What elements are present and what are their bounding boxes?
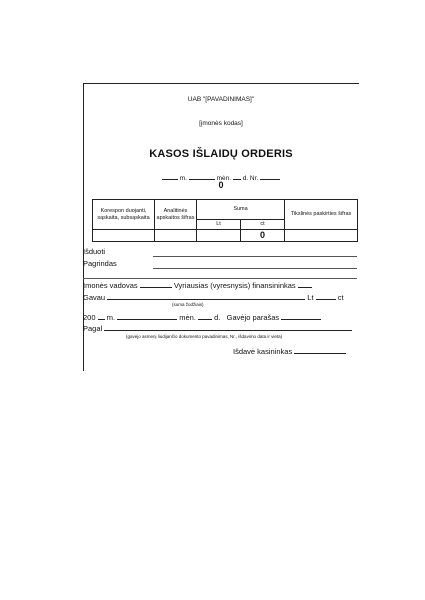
lt-label: Lt <box>307 293 314 302</box>
month-label: mėn. <box>179 313 196 322</box>
cashier-signature-field[interactable] <box>294 346 347 354</box>
header-sum-lt: Lt <box>196 219 241 230</box>
header-corresponding-account: Korespon duojanti, sąskaita, subsąskaita <box>92 199 155 230</box>
issued-field[interactable] <box>153 256 357 257</box>
month-field[interactable] <box>117 312 178 320</box>
accounting-table: Korespon duojanti, sąskaita, subsąskaita… <box>92 199 358 242</box>
year-prefix: 200 <box>83 313 96 322</box>
document-frame <box>83 83 359 371</box>
manager-line: Įmonės vadovas Vyriausias (vyresnysis) f… <box>83 280 312 290</box>
issued-label: Išduoti <box>83 247 106 256</box>
year-field[interactable] <box>97 312 105 320</box>
by-line: Pagal <box>83 323 353 333</box>
sum-in-words-note: (suma žodžiais) <box>172 302 204 307</box>
day-label: d. <box>214 313 221 322</box>
by-label: Pagal <box>83 324 103 333</box>
received-line: Gavau Lt ct <box>83 292 344 302</box>
document-field[interactable] <box>104 323 353 331</box>
manager-label: Įmonės vadovas <box>83 281 138 290</box>
cell-analytic-code[interactable] <box>154 229 197 242</box>
date-year-label: m. <box>179 175 187 182</box>
ct-field[interactable] <box>315 292 336 300</box>
cashier-label: Išdavė kasininkas <box>233 347 293 356</box>
document-title: KASOS IŠLAIDŲ ORDERIS <box>149 148 293 160</box>
document-note: (gavėjo asmenį liudijančio dokumento pav… <box>126 334 283 339</box>
cashier-line: Išdavė kasininkas <box>233 346 347 356</box>
ct-label: ct <box>337 293 344 302</box>
company-name: UAB "[PAVADINIMAS]" <box>187 96 255 103</box>
year-label: m. <box>106 313 116 322</box>
basis-field[interactable] <box>153 268 357 269</box>
date-month-label: mėn. <box>216 175 232 182</box>
header-analytic-code: Analitinės apskaitos šifras <box>154 199 197 230</box>
cell-purpose-code[interactable] <box>284 229 358 242</box>
cell-corresponding-account[interactable] <box>92 229 155 242</box>
manager-signature-field[interactable] <box>139 280 172 288</box>
day-field[interactable] <box>198 312 213 320</box>
order-number: 0 <box>218 180 224 190</box>
header-sum: Suma <box>196 199 285 220</box>
receiver-signature-label: Gavėjo parašas <box>226 313 280 322</box>
date-number-line: m. mėn. d. Nr. <box>83 172 359 182</box>
received-label: Gavau <box>83 293 106 302</box>
receiver-signature-field[interactable] <box>281 312 322 320</box>
chief-finance-signature-field[interactable] <box>297 280 312 288</box>
cell-sum-ct[interactable]: 0 <box>240 229 285 242</box>
basis-label: Pagrindas <box>83 259 117 268</box>
company-code: [įmonės kodas] <box>199 120 243 127</box>
header-purpose-code: Tikslinės paskirties šifras <box>284 199 358 230</box>
date-signature-line: 200 m. mėn. d. Gavėjo parašas <box>83 312 322 322</box>
cell-sum-lt[interactable] <box>196 229 241 242</box>
header-sum-ct: ct <box>240 219 285 230</box>
received-sum-field[interactable] <box>107 292 306 300</box>
date-day-label: d. Nr. <box>242 175 259 182</box>
chief-finance-label: Vyriausias (vyresnysis) finansininkas <box>173 281 296 290</box>
basis-field-continued[interactable] <box>83 278 357 279</box>
